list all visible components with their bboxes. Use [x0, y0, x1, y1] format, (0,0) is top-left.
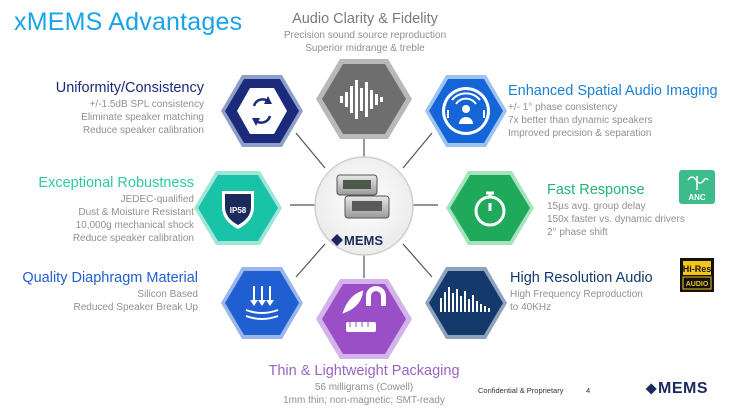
mems-chip-image	[336, 174, 390, 219]
anc-badge-icon: ANC	[679, 170, 715, 204]
connector-lines	[290, 130, 438, 278]
spatial-line-1: +/- 1° phase consistency	[508, 102, 618, 113]
hires-line-2: to 40KHz	[510, 302, 552, 313]
heading-uniformity: Uniformity/Consistency	[55, 80, 204, 96]
fast-line-2: 150x faster vs. dynamic drivers	[547, 214, 685, 225]
hires-audio-badge-icon: Hi-Res AUDIO	[680, 258, 714, 292]
block-spatial: Enhanced Spatial Audio Imaging +/- 1° ph…	[508, 82, 736, 140]
spatial-line-2: 7x better than dynamic speakers	[508, 115, 653, 126]
thin-line-2: 1mm thin; non-magnetic; SMT-ready	[283, 395, 445, 406]
heading-audio-clarity: Audio Clarity & Fidelity	[292, 11, 438, 27]
hex-high-resolution	[425, 267, 507, 339]
heading-thin-lightweight: Thin & Lightweight Packaging	[268, 363, 460, 379]
footer-logo: ⬥MEMS	[646, 380, 708, 398]
robustness-line-4: Reduce speaker calibration	[72, 233, 194, 244]
hex-diaphragm	[221, 267, 303, 339]
svg-text:IP58: IP58	[230, 206, 247, 215]
block-diaphragm: Quality Diaphragm Material Silicon Based…	[6, 269, 198, 314]
diaphragm-line-1: Silicon Based	[137, 289, 198, 300]
footer-page-number: 4	[586, 386, 591, 395]
refresh-cycle-icon	[252, 96, 272, 126]
robustness-line-3: 10,000g mechanical shock	[75, 220, 194, 231]
uniformity-line-3: Reduce speaker calibration	[82, 125, 204, 136]
thin-line-1: 56 milligrams (Cowell)	[314, 382, 414, 393]
hex-audio-clarity	[316, 59, 412, 139]
block-high-resolution: High Resolution Audio High Frequency Rep…	[510, 269, 678, 314]
hex-robustness: IP58	[194, 171, 282, 245]
footer-confidential: Confidential & Proprietary	[478, 386, 564, 395]
heading-fast-response: Fast Response	[547, 182, 645, 198]
logo-mark-icon: ⬥	[646, 380, 658, 397]
footer-logo-text: MEMS	[658, 380, 709, 397]
stopwatch-icon	[474, 191, 506, 227]
uniformity-line-1: +/-1.5dB SPL consistency	[89, 99, 204, 110]
hex-spatial	[425, 75, 507, 147]
hex-fast-response	[446, 171, 534, 245]
heading-spatial: Enhanced Spatial Audio Imaging	[508, 83, 718, 99]
waveform-icon	[340, 80, 383, 119]
diaphragm-line-2: Reduced Speaker Break Up	[73, 302, 198, 313]
svg-text:AUDIO: AUDIO	[686, 281, 709, 288]
audio-line-2: Superior midrange & treble	[305, 43, 425, 54]
ip58-shield-icon: IP58	[222, 191, 254, 229]
hex-thin-lightweight	[316, 279, 412, 359]
feather-magnet-icon	[342, 286, 386, 332]
hires-line-1: High Frequency Reproduction	[510, 289, 643, 300]
robustness-line-1: JEDEC-qualified	[120, 194, 194, 205]
svg-text:Hi-Res: Hi-Res	[683, 264, 712, 274]
slide-title: xMEMS Advantages	[14, 8, 243, 36]
block-uniformity: Uniformity/Consistency +/-1.5dB SPL cons…	[18, 79, 204, 137]
svg-text:ANC: ANC	[688, 193, 706, 202]
spatial-line-3: Improved precision & separation	[508, 128, 652, 139]
heading-robustness: Exceptional Robustness	[38, 175, 194, 191]
block-robustness: Exceptional Robustness JEDEC-qualified D…	[4, 174, 194, 245]
block-thin-lightweight: Thin & Lightweight Packaging 56 milligra…	[256, 362, 472, 407]
diaphragm-arrows-icon	[245, 286, 279, 320]
block-audio-clarity: Audio Clarity & Fidelity Precision sound…	[272, 10, 458, 55]
uniformity-line-2: Eliminate speaker matching	[81, 112, 204, 123]
fast-line-1: 15µs avg. group delay	[547, 201, 646, 212]
hex-uniformity	[221, 75, 303, 147]
fast-line-3: 2° phase shift	[547, 227, 608, 238]
svg-text:MEMS: MEMS	[344, 233, 383, 248]
robustness-line-2: Dust & Moisture Resistant	[78, 207, 194, 218]
block-fast-response: Fast Response 15µs avg. group delay 150x…	[528, 181, 688, 239]
spectrum-bars-icon	[440, 287, 490, 312]
heading-diaphragm: Quality Diaphragm Material	[22, 270, 198, 286]
heading-high-resolution: High Resolution Audio	[510, 270, 653, 286]
spatial-listener-icon	[442, 87, 490, 135]
center-logo: MEMS	[331, 233, 383, 248]
audio-line-1: Precision sound source reproduction	[283, 30, 447, 41]
